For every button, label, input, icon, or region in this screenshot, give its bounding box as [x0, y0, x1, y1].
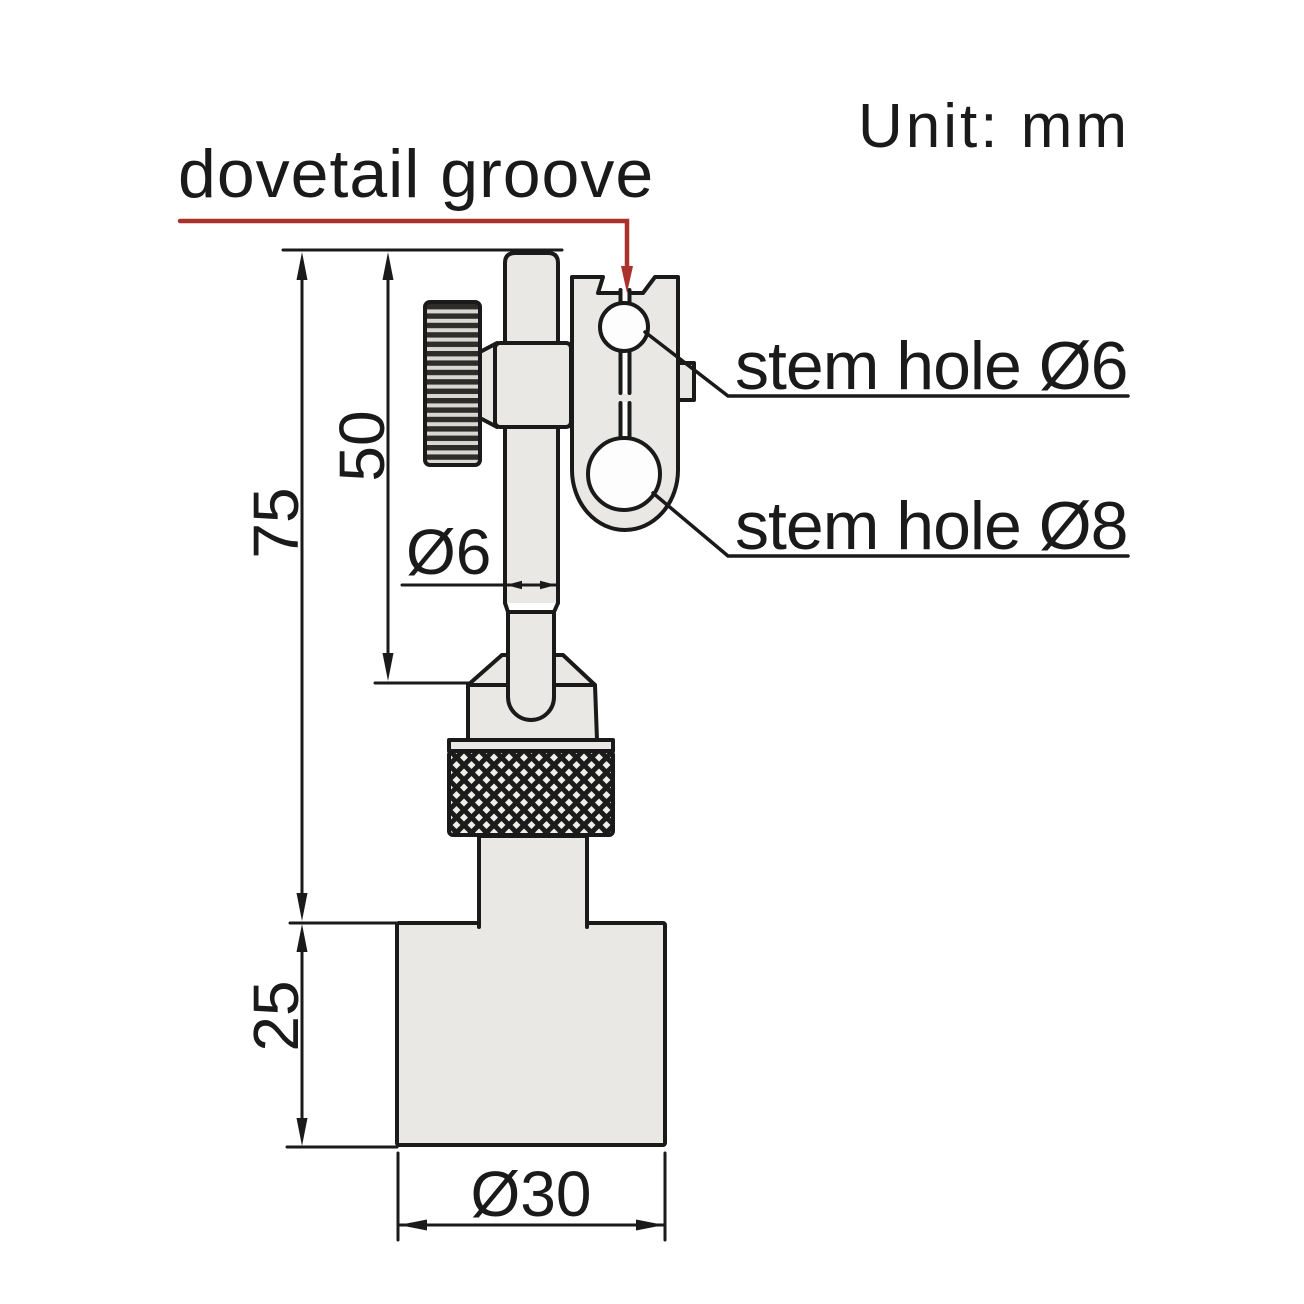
leader-lines: [643, 330, 1130, 558]
drawing-text: dovetail groove Unit: mm stem hole Ø6 st…: [178, 92, 1130, 1230]
stem-hole-8: [586, 436, 662, 512]
arrow-dia30-right: [636, 1219, 664, 1231]
dim-dia30-value: Ø30: [471, 1158, 592, 1230]
arrow-25-down: [296, 1118, 308, 1146]
column-taper-lines: [503, 601, 560, 614]
dovetail-slot-gap: [619, 289, 631, 306]
knurled-nut: [447, 749, 615, 837]
dim-75-value: 75: [240, 487, 312, 558]
arrow-75-up: [296, 252, 308, 280]
arrow-50-down: [382, 653, 394, 681]
slider-block: [493, 341, 573, 429]
arrow-dia6-right: [540, 580, 556, 590]
clamp-slit-lower-walls: [618, 401, 632, 443]
dim-50-value: 50: [326, 410, 398, 481]
leader-stem-hole-8: [651, 491, 1130, 558]
dovetail-pointer-line: [177, 218, 630, 275]
stand-parts: [395, 251, 696, 1147]
arrow-75-down: [296, 893, 308, 921]
stem-hole-6: [598, 301, 650, 353]
dimension-arrowheads: [296, 252, 664, 1231]
dimension-lines: [281, 248, 667, 1242]
magnetic-base: [395, 921, 667, 1147]
dovetail-groove-label: dovetail groove: [178, 136, 654, 212]
clamp-slit-upper-gap: [619, 348, 631, 394]
leader-stem-hole-6: [643, 330, 1130, 398]
clamp-slit-lower-gap: [619, 402, 631, 442]
adjustment-wheel: [423, 300, 482, 467]
dim-25-value: 25: [240, 980, 312, 1051]
dim-dia6-value: Ø6: [406, 516, 491, 588]
clamp-slit-upper-walls: [618, 347, 632, 395]
unit-note: Unit: mm: [858, 92, 1130, 161]
base-stem: [477, 834, 589, 929]
dovetail-pointer: [177, 218, 633, 293]
arrow-dia6-left: [506, 580, 522, 590]
column-lower-stem: [506, 610, 556, 722]
arrow-25-up: [296, 924, 308, 952]
arrow-dia30-left: [399, 1219, 427, 1231]
stem-hole-8-label: stem hole Ø8: [735, 488, 1127, 564]
dovetail-pointer-arrow: [621, 266, 633, 293]
arrow-50-up: [382, 252, 394, 280]
stem-hole-6-label: stem hole Ø6: [735, 328, 1127, 404]
